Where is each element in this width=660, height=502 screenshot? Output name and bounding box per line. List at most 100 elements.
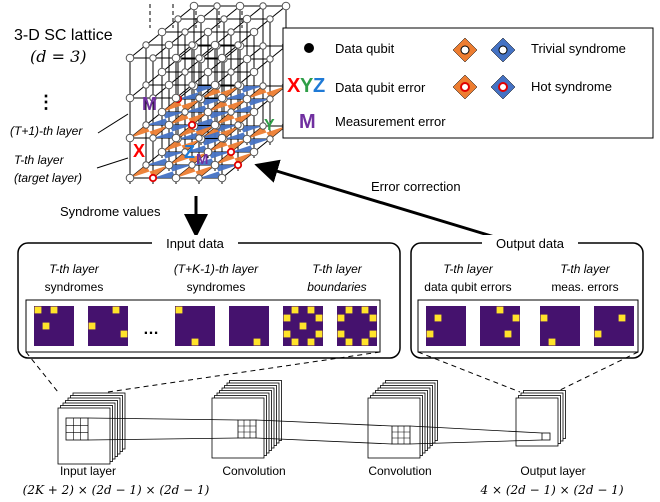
syndrome-triangle <box>208 152 231 159</box>
syndrome-triangle <box>162 112 185 119</box>
layer-t-sub-label: (target layer) <box>14 171 82 185</box>
data-qubit-node <box>157 27 167 37</box>
syndrome-node <box>195 174 203 182</box>
heatmap-cell <box>345 306 353 314</box>
heatmap-cell <box>112 306 120 314</box>
receptive-field-line <box>409 439 543 445</box>
syndrome-node <box>266 95 274 103</box>
syndrome-node <box>181 68 189 76</box>
data-qubit-node <box>210 120 220 130</box>
output-data-panel: Output data T-th layer data qubit errors… <box>410 235 644 359</box>
convolution-1-label: Convolution <box>222 464 285 478</box>
data-qubit-node <box>210 80 220 90</box>
data-qubit-node <box>249 147 259 157</box>
heatmap <box>88 306 128 346</box>
syndrome-triangle <box>240 86 263 93</box>
syndrome-node <box>259 82 267 90</box>
syndrome-node <box>195 134 203 142</box>
syndrome-triangle <box>192 118 215 125</box>
data-qubit-node <box>281 1 291 11</box>
syndrome-triangle <box>169 125 192 132</box>
legend-hot-syndrome-icon <box>452 74 516 100</box>
output-group-2-line2: meas. errors <box>551 280 618 294</box>
heatmap-cell <box>594 330 602 338</box>
legend-trivial-syndrome-icon <box>452 37 516 63</box>
output-group-1-line1: T-th layer <box>443 262 494 276</box>
heatmap-cell <box>307 338 315 346</box>
syndrome-triangle <box>215 125 238 132</box>
syndrome-node <box>234 41 242 49</box>
syndrome-triangle <box>146 118 169 125</box>
heatmap-cell <box>345 338 353 346</box>
legend-m-icon: M <box>299 111 316 133</box>
data-qubit-node <box>164 40 174 50</box>
heatmap-cell <box>307 306 315 314</box>
syndrome-triangle <box>231 145 254 152</box>
data-qubit-node <box>125 133 135 143</box>
input-group-3-line1: T-th layer <box>312 262 363 276</box>
receptive-field-line <box>255 419 393 427</box>
data-qubit-node <box>125 93 135 103</box>
data-qubit-node <box>210 40 220 50</box>
lattice: 3-D SC lattice (d = 3) ⋮ (T+1)-th layer … <box>10 1 291 185</box>
data-qubit-node <box>217 53 227 63</box>
syndrome-triangle <box>162 152 185 159</box>
heatmap-cell <box>618 314 626 322</box>
heatmap-background <box>337 306 377 346</box>
input-data-panel: Input data T-th layer syndromes (T+K-1)-… <box>17 235 401 359</box>
syndrome-node <box>187 120 197 130</box>
input-heatmaps <box>34 306 377 346</box>
syndrome-node <box>266 15 274 23</box>
heatmap-cell <box>337 314 345 322</box>
input-group-2-line2: syndromes <box>187 280 246 294</box>
input-kernel <box>65 417 89 441</box>
projection-lines <box>25 351 639 393</box>
heatmap-cell <box>361 306 369 314</box>
data-qubit-node <box>171 133 181 143</box>
conv1-kernel-frame <box>237 419 257 439</box>
heatmap <box>426 306 466 346</box>
syndrome-node <box>142 161 150 169</box>
data-qubit-node <box>157 67 167 77</box>
syndrome-triangle <box>153 131 176 138</box>
y-error-marker: Y <box>264 117 275 134</box>
heatmap-cell <box>34 306 42 314</box>
data-qubit-node <box>242 134 252 144</box>
data-qubit-node <box>203 27 213 37</box>
syndrome-triangle <box>178 92 201 99</box>
syndrome-node <box>227 28 235 36</box>
conv2-stack <box>367 380 438 459</box>
syndrome-node <box>234 121 242 129</box>
syndrome-triangle <box>192 158 215 165</box>
z-error-marker: Z <box>184 142 195 162</box>
data-qubit-node <box>189 1 199 11</box>
syndrome-triangle <box>247 139 270 146</box>
legend-hot-syndrome-label: Hot syndrome <box>531 79 612 94</box>
output-heatmaps <box>426 306 634 346</box>
measurement-error-marker-2: M <box>196 151 209 168</box>
heatmap-cell <box>315 330 323 338</box>
syndrome-node <box>149 94 157 102</box>
syndrome-node <box>227 108 235 116</box>
data-qubit-node <box>125 173 135 183</box>
syndrome-node <box>259 2 267 10</box>
output-cell <box>541 432 551 441</box>
input-group-3-line2: boundaries <box>307 280 366 294</box>
svg-text:Z: Z <box>313 75 325 97</box>
syndrome-triangle <box>240 126 263 133</box>
syndrome-node <box>227 68 235 76</box>
layer-t1-pointer <box>97 113 129 134</box>
legend: Data qubit Trivial syndrome X Y Z Data q… <box>282 27 654 139</box>
lattice-distance: (d = 3) <box>30 47 86 66</box>
conv1-kernel <box>237 419 257 439</box>
heatmap-cell <box>50 306 58 314</box>
syndrome-node <box>213 2 221 10</box>
receptive-field-line <box>255 437 393 445</box>
data-qubit-node <box>157 147 167 157</box>
heatmap-cell <box>175 306 183 314</box>
input-group-1-line2: syndromes <box>45 280 104 294</box>
syndrome-node <box>149 134 157 142</box>
layer-t-label: T-th layer <box>14 153 65 167</box>
syndrome-node <box>266 55 274 63</box>
syndrome-triangle <box>224 92 247 99</box>
